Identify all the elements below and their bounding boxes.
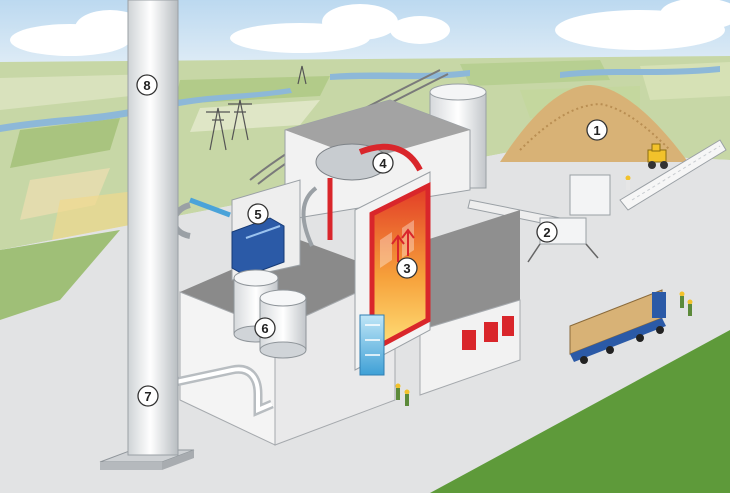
svg-text:1: 1 [593, 123, 600, 138]
turbine-generator-icon [171, 197, 285, 277]
svg-text:5: 5 [254, 207, 261, 222]
svg-text:7: 7 [144, 389, 151, 404]
svg-text:2: 2 [543, 225, 550, 240]
svg-text:4: 4 [379, 156, 387, 171]
svg-text:3: 3 [403, 261, 410, 276]
grass-foreground [430, 330, 730, 493]
power-pylon-icon [206, 65, 307, 151]
callout-5: 5 [247, 203, 269, 225]
callout-4: 4 [372, 152, 394, 174]
callout-8: 8 [136, 74, 158, 96]
callout-3: 3 [396, 257, 418, 279]
worker-icon [395, 175, 693, 406]
wheel-loader-icon [647, 143, 668, 169]
door [502, 316, 514, 336]
chimney-icon [99, 0, 195, 470]
callout-6: 6 [254, 317, 276, 339]
truck-icon [569, 289, 666, 364]
grass-left [0, 230, 120, 320]
door [462, 330, 476, 350]
flue-pipe-icon [175, 364, 274, 417]
callout-2: 2 [536, 221, 558, 243]
svg-text:8: 8 [143, 78, 150, 93]
callout-1: 1 [586, 119, 608, 141]
boiler-icon [354, 171, 431, 376]
door [484, 322, 498, 342]
svg-text:6: 6 [261, 321, 268, 336]
callout-7: 7 [137, 385, 159, 407]
